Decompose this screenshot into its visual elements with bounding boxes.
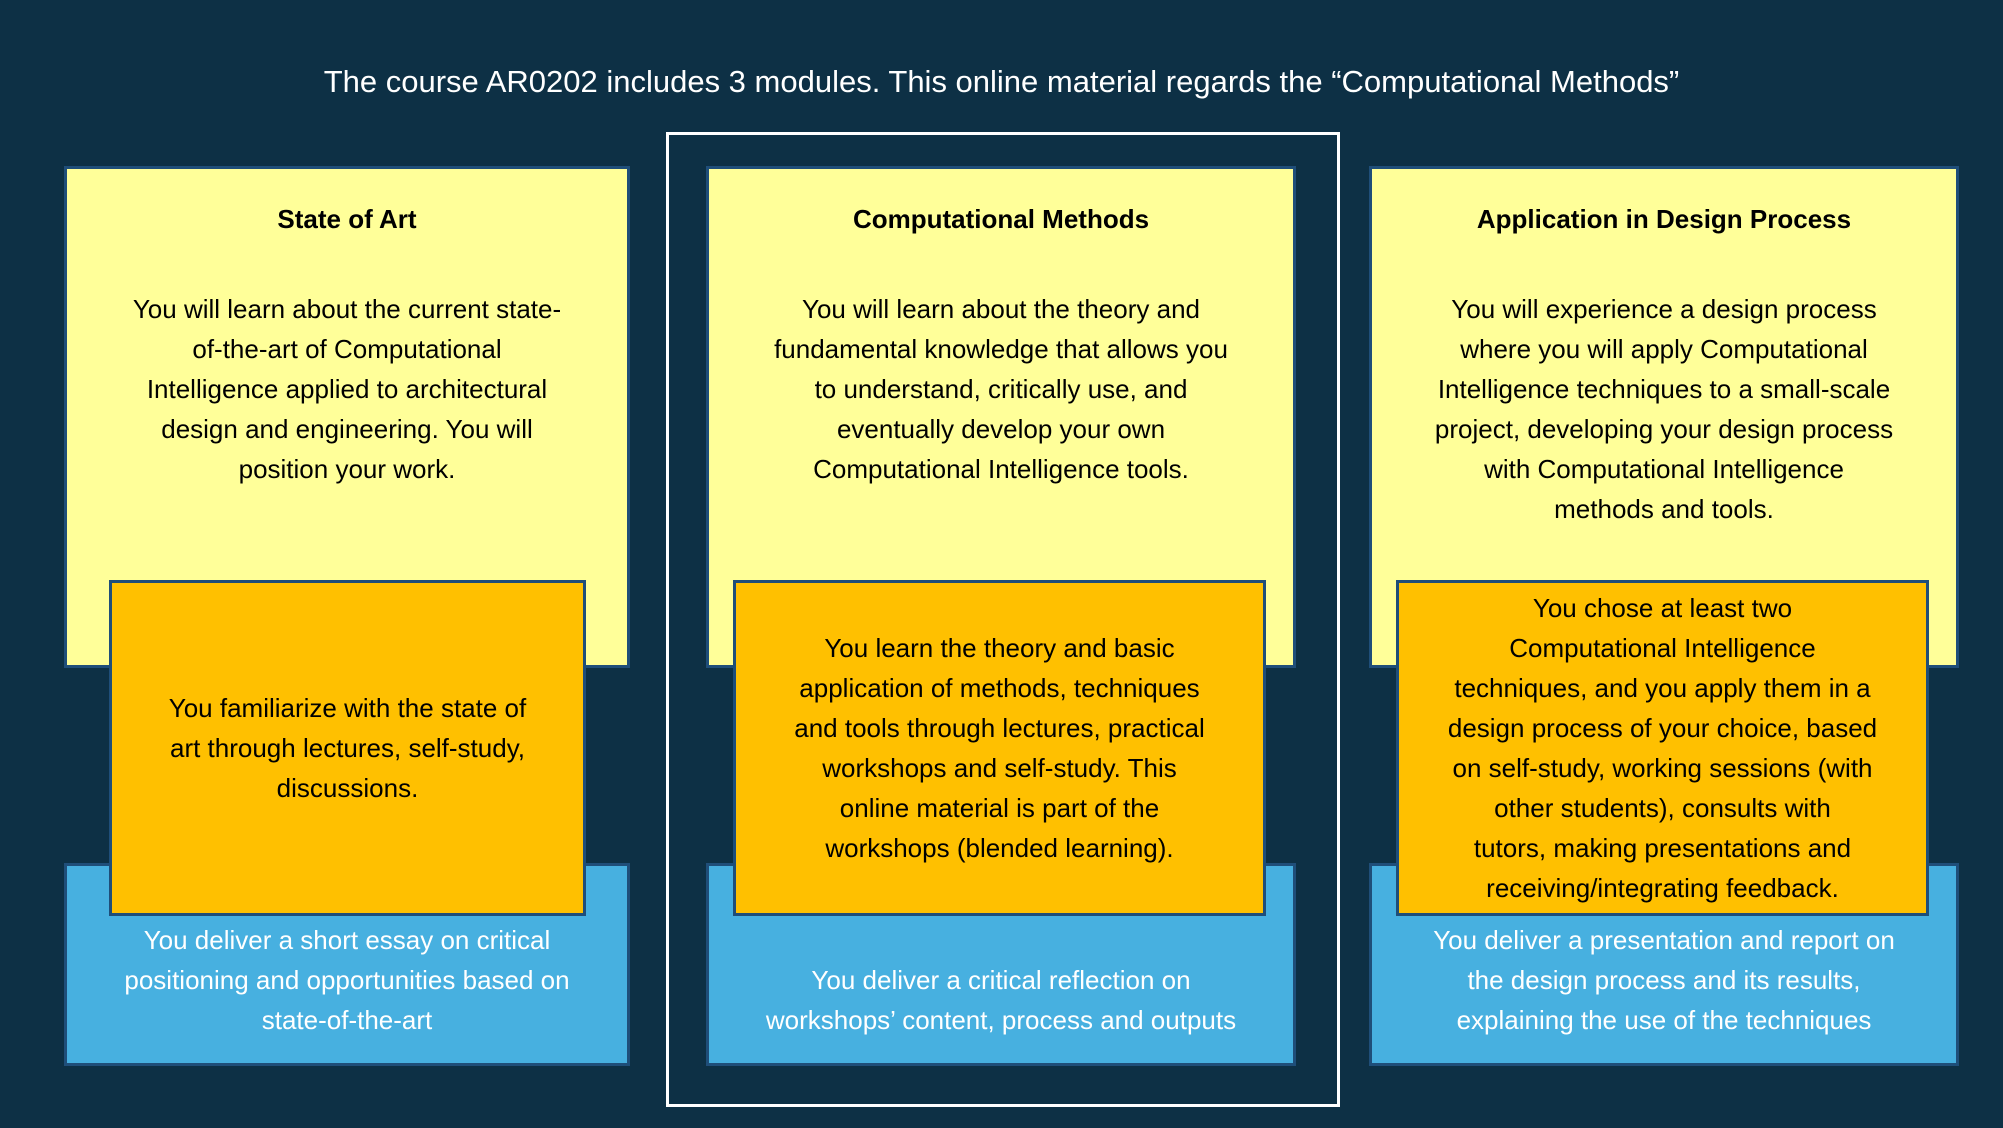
- module-activity: You learn the theory and basic applicati…: [733, 580, 1266, 916]
- activity-text: You familiarize with the state of art th…: [168, 693, 527, 803]
- activity-text: You learn the theory and basic applicati…: [794, 633, 1205, 863]
- deliverable-text: You deliver a short essay on critical po…: [124, 925, 570, 1035]
- module-description: You will learn about the current state- …: [132, 294, 562, 484]
- page-title: The course AR0202 includes 3 modules. Th…: [323, 64, 1680, 99]
- module-heading: Computational Methods: [852, 204, 1150, 234]
- module-description: You will learn about the theory and fund…: [774, 294, 1228, 484]
- activity-text: You chose at least two Computational Int…: [1447, 593, 1878, 903]
- module-heading: State of Art: [277, 204, 417, 234]
- module-description: You will experience a design process whe…: [1434, 294, 1894, 524]
- deliverable-text: You deliver a critical reflection on wor…: [765, 965, 1237, 1035]
- module-activity: You chose at least two Computational Int…: [1396, 580, 1929, 916]
- module-heading: Application in Design Process: [1476, 204, 1852, 234]
- module-activity: You familiarize with the state of art th…: [109, 580, 586, 916]
- module-computational-methods: Computational Methods You will learn abo…: [706, 166, 1296, 668]
- current-module-highlight-frame: [666, 132, 1340, 1107]
- deliverable-text: You deliver a presentation and report on…: [1433, 925, 1895, 1035]
